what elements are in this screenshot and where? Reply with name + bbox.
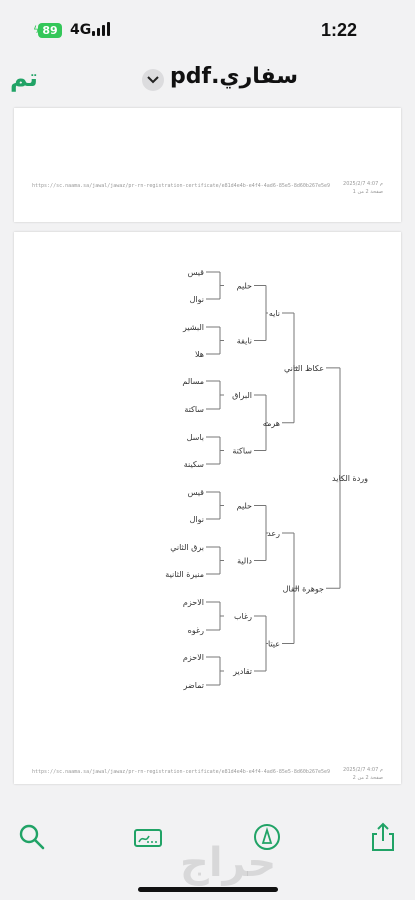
- footer-page-number: صفحة 2 من 2: [352, 775, 383, 781]
- done-button[interactable]: تم: [10, 64, 38, 92]
- ancestor-gen5: مسالم: [182, 377, 204, 386]
- document-title[interactable]: سفاري.pdf: [170, 64, 298, 89]
- ancestor-gen5: نوال: [190, 295, 204, 304]
- chevron-down-icon[interactable]: [142, 69, 164, 91]
- clock: 1:22: [320, 20, 357, 40]
- footer-url: https://sc.naama.sa/jawal/jawaz/pr-rn-re…: [32, 183, 331, 189]
- ancestor-gen3: نايه: [269, 309, 280, 318]
- ancestor-gen4: البراق: [232, 391, 252, 400]
- ancestor-gen4: حليم: [237, 502, 252, 511]
- ancestor-gen3: عيتا: [268, 640, 280, 649]
- pedigree-tree: قيس نوال البشير هلا مسالم ساكتة باسل سكينة قيس نو…: [165, 268, 368, 690]
- status-bar: ϟ 89 4G 1:22: [0, 0, 415, 58]
- bottom-toolbar: حراج: [0, 800, 415, 900]
- ancestor-gen3: هرمه: [263, 419, 280, 428]
- ancestor-gen4: دالية: [237, 557, 252, 566]
- signature-icon[interactable]: [133, 822, 163, 852]
- ancestor-gen5: الاحزم: [183, 653, 204, 662]
- sire-name: عكاظ الثاني: [284, 364, 324, 373]
- ancestor-gen5: باسل: [187, 433, 204, 442]
- ancestor-gen4: رغاب: [234, 612, 252, 621]
- ancestor-gen4: ساكتة: [232, 447, 252, 456]
- ancestor-gen5: ساكتة: [184, 405, 204, 414]
- ancestor-gen5: هلا: [195, 350, 204, 359]
- horse-name: وردة الكايد: [332, 474, 368, 483]
- pdf-page-1[interactable]: https://sc.naama.sa/jawal/jawaz/pr-rn-re…: [14, 108, 401, 222]
- home-indicator: [138, 887, 278, 892]
- network-type: 4G: [70, 22, 92, 38]
- ancestor-gen4: حليم: [237, 282, 252, 291]
- ancestor-gen5: تماضر: [183, 681, 205, 690]
- footer-date: 2025/2/7 4:07 م: [343, 181, 383, 187]
- charging-icon: ϟ: [33, 25, 40, 36]
- pen-circle-icon[interactable]: [252, 822, 282, 852]
- ancestor-gen5: البشير: [182, 323, 204, 332]
- ancestor-gen4: تقادير: [232, 667, 252, 676]
- pdf-page-2[interactable]: قيس نوال البشير هلا مسالم ساكتة باسل سكينة قيس نو…: [14, 232, 401, 784]
- ancestor-gen5: قيس: [188, 488, 205, 497]
- ancestor-gen5: منيرة الثانية: [165, 570, 204, 579]
- ancestor-gen5: قيس: [188, 268, 205, 277]
- ancestor-gen5: رغوه: [188, 626, 205, 635]
- ancestor-gen5: نوال: [190, 515, 204, 524]
- battery-indicator: 89: [38, 23, 62, 38]
- ancestor-gen5: الاحزم: [183, 598, 204, 607]
- ancestor-gen3: رعد: [267, 529, 280, 538]
- ancestor-gen4: نايفة: [237, 337, 252, 346]
- footer-page-number: صفحة 2 من 1: [352, 189, 383, 195]
- search-icon[interactable]: [17, 822, 47, 852]
- footer-url: https://sc.naama.sa/jawal/jawaz/pr-rn-re…: [32, 769, 331, 775]
- share-icon[interactable]: [368, 822, 398, 852]
- dam-name: جوهرة الفال: [283, 584, 324, 593]
- signal-icon: [92, 22, 112, 36]
- nav-bar: تم سفاري.pdf: [0, 58, 415, 102]
- ancestor-gen5: سكينة: [184, 460, 205, 469]
- ancestor-gen5: برق الثاني: [170, 543, 204, 552]
- footer-date: 2025/2/7 4:07 م: [343, 767, 383, 773]
